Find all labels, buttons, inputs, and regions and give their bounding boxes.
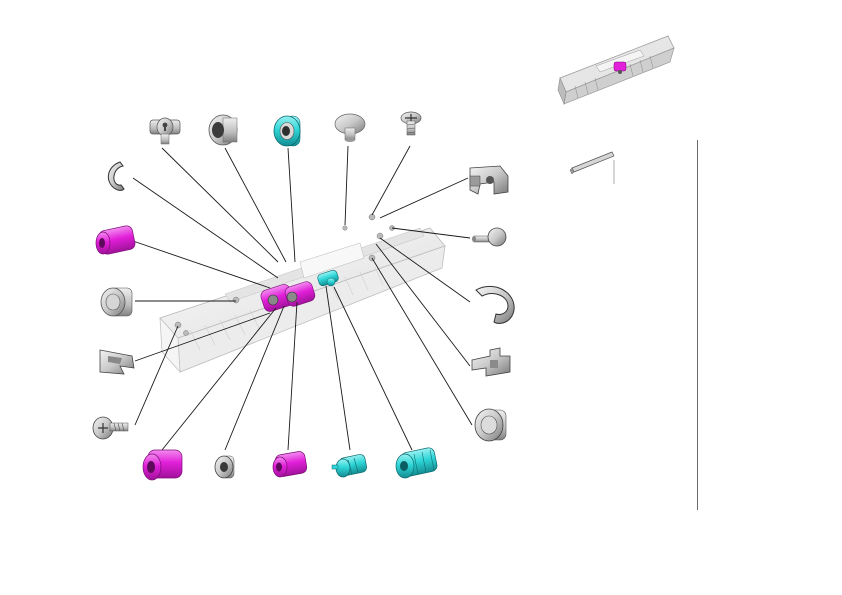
hinge-bracket-icon [469, 165, 509, 195]
e-ring-icon [107, 161, 125, 191]
assembly-thumbnail [557, 35, 675, 106]
latch-block-icon [471, 347, 511, 377]
ring-icon [214, 455, 235, 479]
c-clip-icon [475, 285, 515, 324]
panel-divider [697, 140, 698, 510]
gear-icon [395, 447, 438, 479]
roller-icon [95, 225, 136, 255]
installed-cyan-gear [317, 269, 339, 287]
flange-screw-icon [92, 416, 129, 440]
pin-shaft-icon [472, 227, 507, 247]
frame-assembly [159, 213, 446, 374]
bushing-icon [100, 287, 133, 317]
sleeve-icon [272, 451, 308, 478]
hex-bushing-icon [474, 408, 507, 442]
rod-tool-icon [569, 151, 615, 184]
installed-magenta-rollers [260, 281, 316, 312]
phillips-screw-icon [400, 111, 422, 136]
sleeve-icon [142, 449, 183, 481]
knob-cap-icon [334, 113, 366, 142]
keyhole-screw-icon [149, 117, 181, 145]
gear-icon [331, 454, 368, 478]
ball-bearing-icon [273, 115, 301, 147]
leader-lines [132, 145, 473, 451]
flanged-bushing-icon [208, 114, 238, 146]
clip-bracket-icon [99, 349, 135, 375]
